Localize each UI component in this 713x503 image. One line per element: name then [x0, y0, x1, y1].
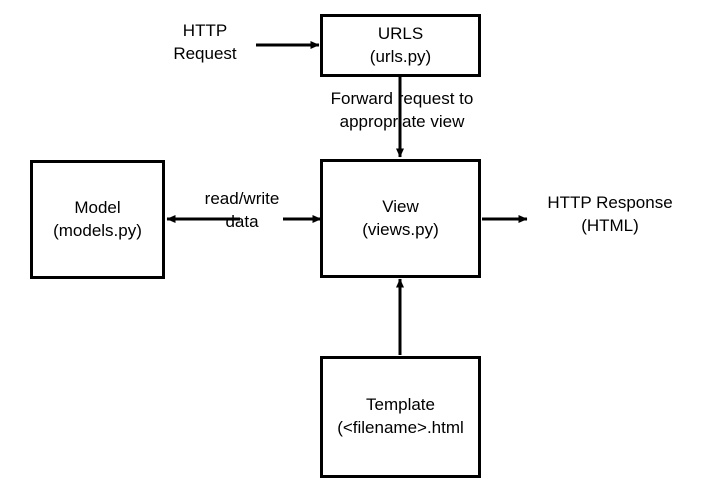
view-box-title: View	[382, 196, 419, 216]
urls-box-title: URLS	[377, 23, 424, 43]
template-box[interactable]: Template (<filename>.html	[320, 356, 481, 478]
view-box-filename: (views.py)	[362, 219, 439, 239]
read-write-data-label: read/write data	[196, 188, 288, 234]
http-response-label-line1: HTTP Response	[547, 193, 673, 212]
forward-request-label: Forward request to appropriate view	[312, 88, 492, 134]
http-response-label-line2: (HTML)	[581, 215, 639, 235]
urls-box-filename: (urls.py)	[369, 46, 432, 66]
view-box[interactable]: View (views.py)	[320, 159, 481, 278]
model-box-filename: (models.py)	[53, 220, 142, 240]
http-request-label-line2: Request	[173, 43, 237, 63]
http-request-label-line1: HTTP	[182, 21, 228, 40]
forward-request-label-line1: Forward request to	[330, 89, 474, 108]
read-write-data-label-line1: read/write	[204, 189, 280, 208]
http-response-label: HTTP Response (HTML)	[530, 192, 690, 238]
template-box-title: Template	[366, 395, 435, 415]
read-write-data-label-line2: data	[225, 211, 259, 231]
template-box-filename: (<filename>.html	[337, 418, 464, 437]
model-box[interactable]: Model (models.py)	[30, 160, 165, 279]
http-request-label: HTTP Request	[155, 20, 255, 66]
urls-box[interactable]: URLS (urls.py)	[320, 14, 481, 77]
model-box-title: Model	[74, 197, 121, 217]
forward-request-label-line2: appropriate view	[339, 111, 465, 131]
